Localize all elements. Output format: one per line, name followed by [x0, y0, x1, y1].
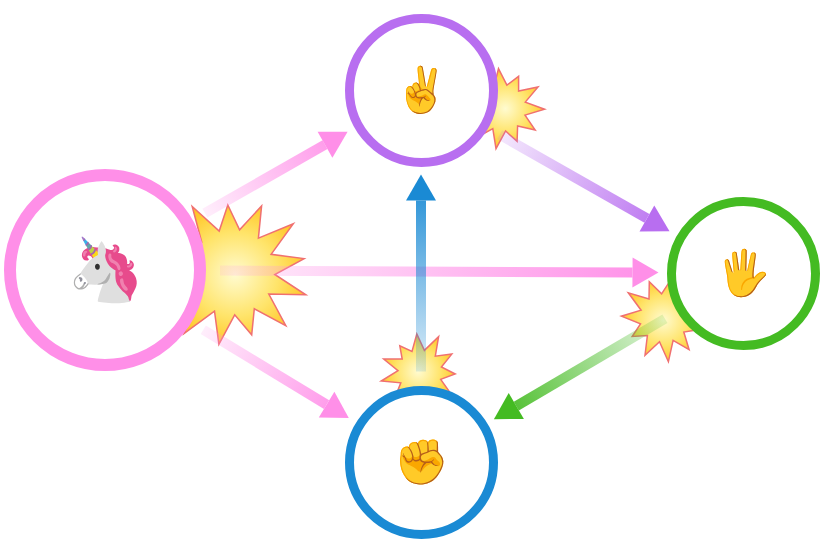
emoji-symbol: ✌️: [394, 68, 449, 112]
emoji-symbol: ✊: [394, 440, 449, 484]
beats-arrow: [220, 258, 659, 288]
player-circle: 🦄: [4, 169, 206, 371]
emoji-symbol: 🖐️: [716, 251, 771, 295]
beats-arrow: [494, 319, 665, 419]
beats-arrow: [406, 175, 436, 372]
player-circle: ✌️: [345, 14, 498, 167]
beats-arrow: [500, 135, 670, 232]
beats-arrow: [203, 330, 349, 418]
player-circle: 🖐️: [667, 197, 820, 350]
emoji-symbol: 🦄: [67, 239, 144, 301]
player-circle: ✊: [345, 386, 498, 539]
beats-arrow: [205, 132, 348, 213]
